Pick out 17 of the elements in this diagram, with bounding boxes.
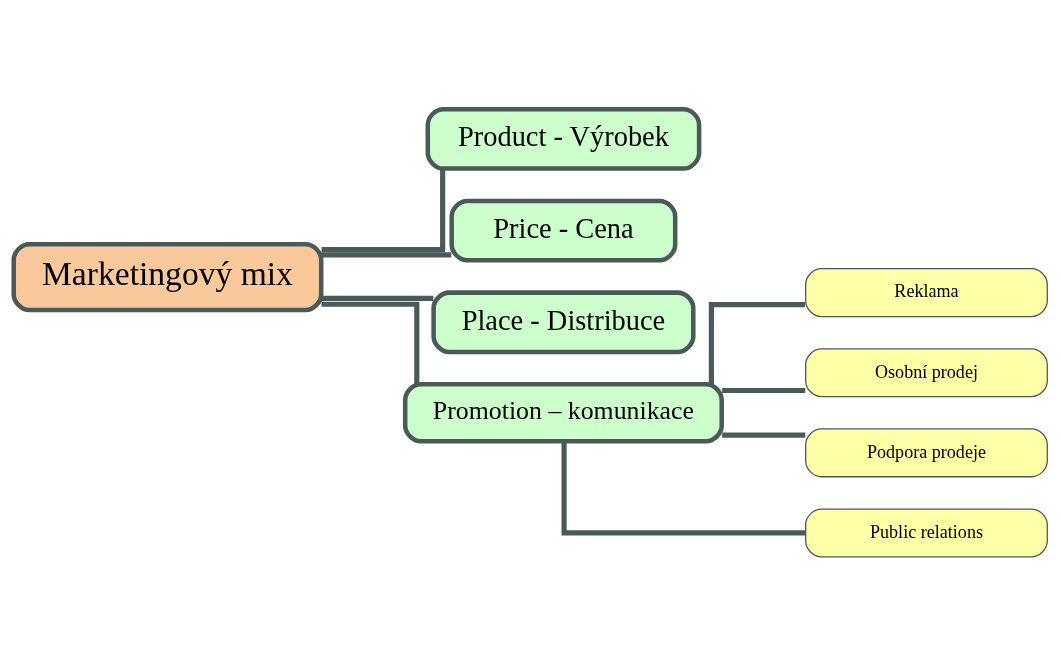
connector [321, 252, 452, 258]
node-box: Place - Distribuce [431, 290, 696, 355]
node-box: Reklama [805, 268, 1048, 318]
node-box: Public relations [805, 508, 1048, 558]
node-box: Marketingový mix [11, 241, 324, 313]
node-box: Podpora prodeje [805, 428, 1048, 478]
connector [321, 301, 420, 385]
node-box: Osobní prodej [805, 348, 1048, 398]
connector [561, 441, 806, 536]
connector [708, 302, 806, 385]
connector [321, 295, 434, 302]
connector [321, 169, 446, 253]
node-box: Price - Cena [449, 198, 678, 263]
connector [722, 432, 806, 438]
node-box: Promotion – komunikace [402, 382, 724, 444]
connector [722, 387, 806, 394]
node-box: Product - Výrobek [425, 106, 702, 171]
